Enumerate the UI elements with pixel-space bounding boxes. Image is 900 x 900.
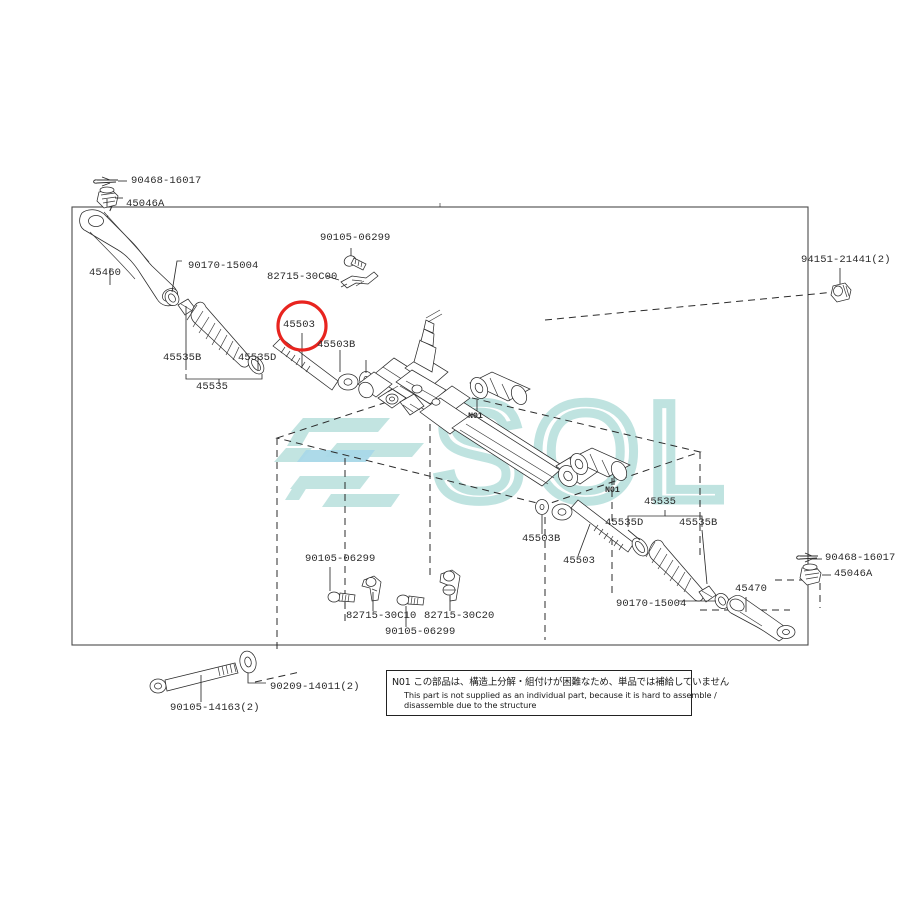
part-82715-30C20-clamp <box>439 569 461 602</box>
part-90170-15004-clamp-right <box>714 593 730 609</box>
part-45503B-washer-right <box>535 499 549 515</box>
callout-45503B-right: 45503B <box>522 533 561 545</box>
part-82715-30C10-clamp <box>361 575 382 602</box>
part-82715-30C00-clamp <box>340 271 379 289</box>
callout-45535D-right: 45535D <box>605 517 644 529</box>
callout-45503B-left: 45503B <box>317 339 356 351</box>
callout-90105-06299-right-lower: 90105-06299 <box>385 626 456 638</box>
part-N01-bushing-upper <box>469 371 531 405</box>
part-90105-14163-bolt <box>149 662 239 694</box>
callout-82715-30C10: 82715-30C10 <box>346 610 417 622</box>
callout-45503-right: 45503 <box>563 555 596 567</box>
part-45535-boot-right <box>645 539 704 602</box>
callout-90468-16017-left: 90468-16017 <box>131 175 202 187</box>
callout-N01-lower: N01 <box>605 485 620 495</box>
callout-90468-16017-right: 90468-16017 <box>825 552 896 564</box>
note-english: This part is not supplied as an individu… <box>404 690 717 711</box>
callout-94151-21441: 94151-21441(2) <box>801 254 891 266</box>
callout-N01-upper: N01 <box>468 411 483 421</box>
part-45460-tie-rod-end-left <box>79 209 179 307</box>
callout-90209-14011: 90209-14011(2) <box>270 681 360 693</box>
part-90468-16017-cotter-pin-right <box>796 552 818 563</box>
part-90105-06299-bolt-left-lower <box>327 591 356 603</box>
highlight-circle-45503 <box>276 300 328 352</box>
callout-45460: 45460 <box>89 267 122 279</box>
callout-45046A-left: 45046A <box>126 198 165 210</box>
part-45535B-clamp-right <box>698 585 717 603</box>
callout-45503-highlighted: 45503 <box>283 319 316 331</box>
note-box <box>386 670 692 716</box>
callout-45535B-left: 45535B <box>163 352 202 364</box>
callout-82715-30C20: 82715-30C20 <box>424 610 495 622</box>
part-45535D-clamp-ring-right <box>631 537 649 557</box>
callout-90170-15004-left: 90170-15004 <box>188 260 259 272</box>
note-japanese: N01 この部品は、構造上分解・組付けが困難なため、単品では補給していません <box>392 677 730 688</box>
part-45470-tie-rod-end-right <box>726 595 796 642</box>
leader-lines <box>106 180 841 702</box>
callout-45535-left: 45535 <box>196 381 229 393</box>
callout-45535-right: 45535 <box>644 496 677 508</box>
part-90105-06299-bolt-right-lower <box>396 594 425 606</box>
callout-90105-06299-top: 90105-06299 <box>320 232 391 244</box>
callout-45535D-left: 45535D <box>238 352 277 364</box>
part-45046A-nut-right <box>799 563 822 586</box>
part-90170-15004-clamp-left <box>164 290 180 306</box>
part-N01-bushing-lower <box>569 447 631 481</box>
callout-90105-06299-left-lower: 90105-06299 <box>305 553 376 565</box>
part-90105-06299-bolt-top <box>343 255 367 271</box>
note-english-line2: disassemble due to the structure <box>404 700 537 711</box>
part-45503-inner-tie-rod-left <box>272 337 359 391</box>
callout-90170-15004-right: 90170-15004 <box>616 598 687 610</box>
part-94151-21441-mount-right <box>830 282 852 303</box>
callout-45535B-right: 45535B <box>679 517 718 529</box>
part-90209-14011-washer <box>239 650 257 674</box>
callout-45470: 45470 <box>735 583 768 595</box>
callout-82715-30C00: 82715-30C00 <box>267 271 338 283</box>
note-english-line1: This part is not supplied as an individu… <box>404 690 717 700</box>
callout-45046A-right: 45046A <box>834 568 873 580</box>
callout-90105-14163: 90105-14163(2) <box>170 702 260 714</box>
part-90468-16017-cotter-pin-left <box>93 176 118 187</box>
steering-gear-housing <box>357 309 601 487</box>
part-45046A-nut-left <box>96 186 119 209</box>
